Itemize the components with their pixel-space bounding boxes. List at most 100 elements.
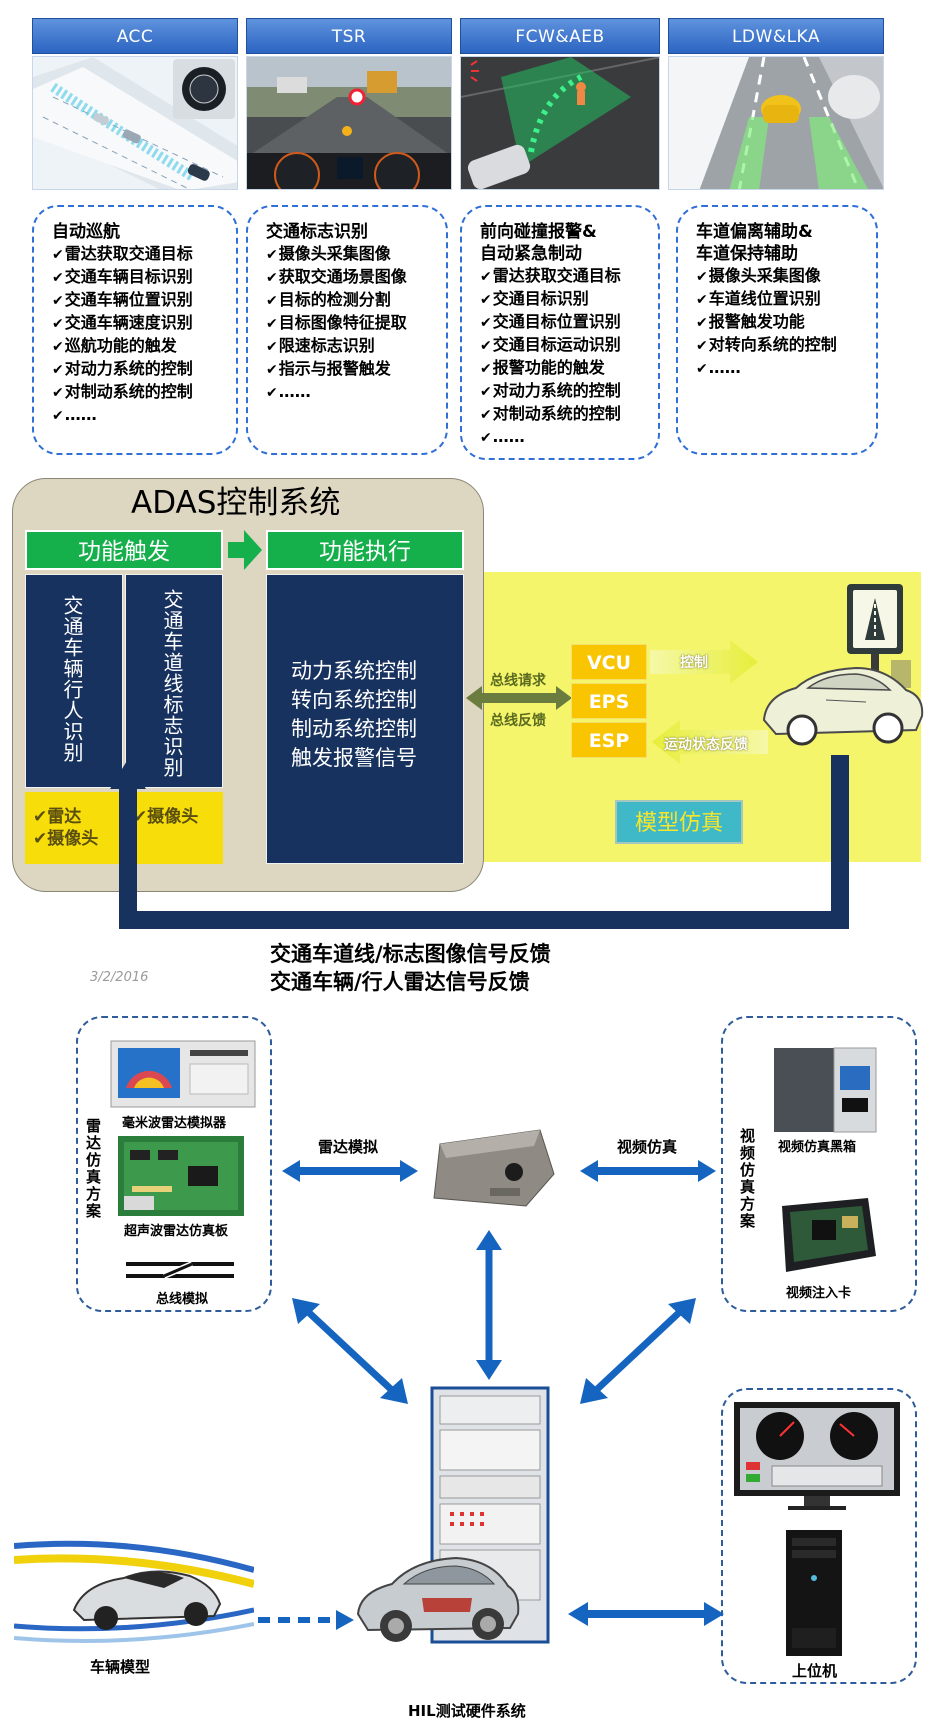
trigger-to-execute-arrow (228, 530, 262, 570)
sensor-fixture-image (433, 1129, 555, 1207)
video-card-caption: 视频注入卡 (786, 1286, 852, 1301)
monitor-dashboard-image (734, 1402, 900, 1510)
feature-item: 报警功能的触发 (480, 357, 658, 380)
feature-box-acc: 自动巡航 雷达获取交通目标 交通车辆目标识别 交通车辆位置识别 交通车辆速度识别… (32, 205, 238, 455)
feature-title: 自动巡航 (52, 222, 120, 242)
feature-header-tsr: TSR (246, 18, 452, 54)
feature-box-ldw-lka: 车道偏离辅助& 车道保持辅助 摄像头采集图像 车道线位置识别 报警触发功能 对转… (676, 205, 878, 455)
ldw-lka-scene-image (668, 56, 884, 190)
vehicle-cutaway-image (356, 1556, 520, 1642)
video-to-hil-arrow (580, 1298, 696, 1404)
feature-box-fcw-aeb: 前向碰撞报警& 自动紧急制动 雷达获取交通目标 交通目标识别 交通目标位置识别 … (460, 205, 660, 460)
feature-item: 巡航功能的触发 (52, 335, 236, 358)
feature-item: …… (696, 357, 876, 380)
feedback-line-lane-sign: 交通车道线/标志图像信号反馈 (270, 942, 551, 966)
function-trigger-header: 功能触发 (25, 530, 223, 570)
mmwave-caption: 毫米波雷达模拟器 (122, 1116, 227, 1131)
sensor-radar: ✔雷达 (33, 807, 82, 827)
bus-sim-caption: 总线模拟 (156, 1292, 209, 1307)
bus-feedback-label: 总线反馈 (490, 713, 546, 729)
video-blackbox-caption: 视频仿真黑箱 (778, 1140, 857, 1155)
video-group-title: 视频仿真方案 (738, 1128, 756, 1230)
bus-simulation-icon (126, 1261, 234, 1279)
feature-item: 获取交通场景图像 (266, 266, 446, 289)
feature-item: 交通目标运动识别 (480, 334, 658, 357)
sensor-camera: ✔摄像头 (33, 829, 99, 849)
fixture-to-hil-arrow (476, 1230, 502, 1380)
feature-item: 目标的检测分割 (266, 289, 446, 312)
feature-item: 交通车辆位置识别 (52, 289, 236, 312)
highway-sign-icon (847, 584, 911, 688)
feedback-loop-arrow (110, 755, 849, 929)
feature-item: 报警触发功能 (696, 311, 876, 334)
tsr-scene-image (246, 56, 452, 190)
feature-item: 交通目标位置识别 (480, 311, 658, 334)
vehicle-to-hil-dashed-arrow (258, 1610, 354, 1630)
lane-sign-recognition: 交通车道线标志识别 (125, 574, 223, 788)
bus-double-arrow (466, 686, 572, 710)
feature-item: 限速标志识别 (266, 335, 446, 358)
hil-system-caption: HIL测试硬件系统 (408, 1702, 526, 1720)
model-simulation-label: 模型仿真 (615, 800, 743, 844)
video-injection-card-image (782, 1198, 876, 1272)
feature-item: 雷达获取交通目标 (480, 265, 658, 288)
bus-unit-eps: EPS (571, 683, 647, 719)
feature-item: 交通车辆目标识别 (52, 266, 236, 289)
bus-unit-esp: ESP (571, 722, 647, 758)
sensor-cell-radar-camera: ✔雷达 ✔摄像头 (25, 792, 123, 864)
execute-line: 转向系统控制 (291, 688, 417, 712)
host-pc-group (721, 1388, 917, 1684)
radar-to-hil-arrow (292, 1298, 408, 1404)
lane-sign-text: 交通车道线标志识别 (160, 589, 184, 778)
feature-title: 自动紧急制动 (480, 244, 582, 264)
feature-title: 车道保持辅助 (696, 244, 798, 264)
radar-sim-arrow (282, 1160, 418, 1182)
feature-title: 前向碰撞报警& (480, 222, 597, 242)
execute-line: 动力系统控制 (291, 659, 417, 683)
control-arrow (650, 640, 758, 684)
feature-item: 对制动系统的控制 (480, 403, 658, 426)
function-execution-box: 动力系统控制 转向系统控制 制动系统控制 触发报警信号 (266, 574, 464, 864)
feature-item: …… (266, 381, 446, 404)
radar-simulation-group (76, 1016, 272, 1312)
vehicle-model-caption: 车辆模型 (90, 1658, 151, 1676)
hil-to-host-arrow (568, 1602, 724, 1626)
feature-item: 指示与报警触发 (266, 358, 446, 381)
execute-line: 制动系统控制 (291, 717, 417, 741)
vehicle-pedestrian-recognition: 交通车辆行人识别 (25, 574, 123, 788)
feature-item: 目标图像特征提取 (266, 312, 446, 335)
video-blackbox-image (774, 1047, 877, 1133)
feature-item: 交通车辆速度识别 (52, 312, 236, 335)
vehicle-icon (762, 666, 924, 746)
bus-request-label: 总线请求 (490, 673, 546, 689)
bus-unit-vcu: VCU (571, 644, 647, 680)
adas-title: ADAS控制系统 (131, 485, 341, 521)
feature-item: 对动力系统的控制 (52, 358, 236, 381)
feature-item: 摄像头采集图像 (266, 243, 446, 266)
feature-item: …… (52, 404, 236, 427)
motion-feedback-label: 运动状态反馈 (664, 737, 748, 753)
feature-header-fcw-aeb: FCW&AEB (460, 18, 660, 54)
feedback-line-radar: 交通车辆/行人雷达信号反馈 (270, 970, 530, 994)
feature-item: …… (480, 426, 658, 449)
sensor-cell-camera: ✔摄像头 (125, 792, 223, 864)
feature-header-ldw-lka: LDW&LKA (668, 18, 884, 54)
acc-scene-image (32, 56, 238, 190)
ultrasonic-caption: 超声波雷达仿真板 (124, 1224, 229, 1239)
date-stamp: 3/2/2016 (90, 970, 149, 985)
feature-item: 摄像头采集图像 (696, 265, 876, 288)
feature-item: 雷达获取交通目标 (52, 243, 236, 266)
video-sim-arrow (580, 1160, 716, 1182)
execute-line: 触发报警信号 (291, 746, 417, 770)
control-label: 控制 (680, 655, 708, 671)
feature-item: 对动力系统的控制 (480, 380, 658, 403)
feature-item: 对转向系统的控制 (696, 334, 876, 357)
radar-sim-label: 雷达模拟 (318, 1138, 379, 1156)
fcw-aeb-scene-image (460, 56, 660, 190)
motion-feedback-arrow (652, 720, 768, 764)
vehicle-model-image (14, 1540, 254, 1643)
host-pc-tower-image (786, 1530, 842, 1656)
vehicle-pedestrian-text: 交通车辆行人识别 (60, 595, 84, 763)
feature-item: 交通目标识别 (480, 288, 658, 311)
feature-header-acc: ACC (32, 18, 238, 54)
